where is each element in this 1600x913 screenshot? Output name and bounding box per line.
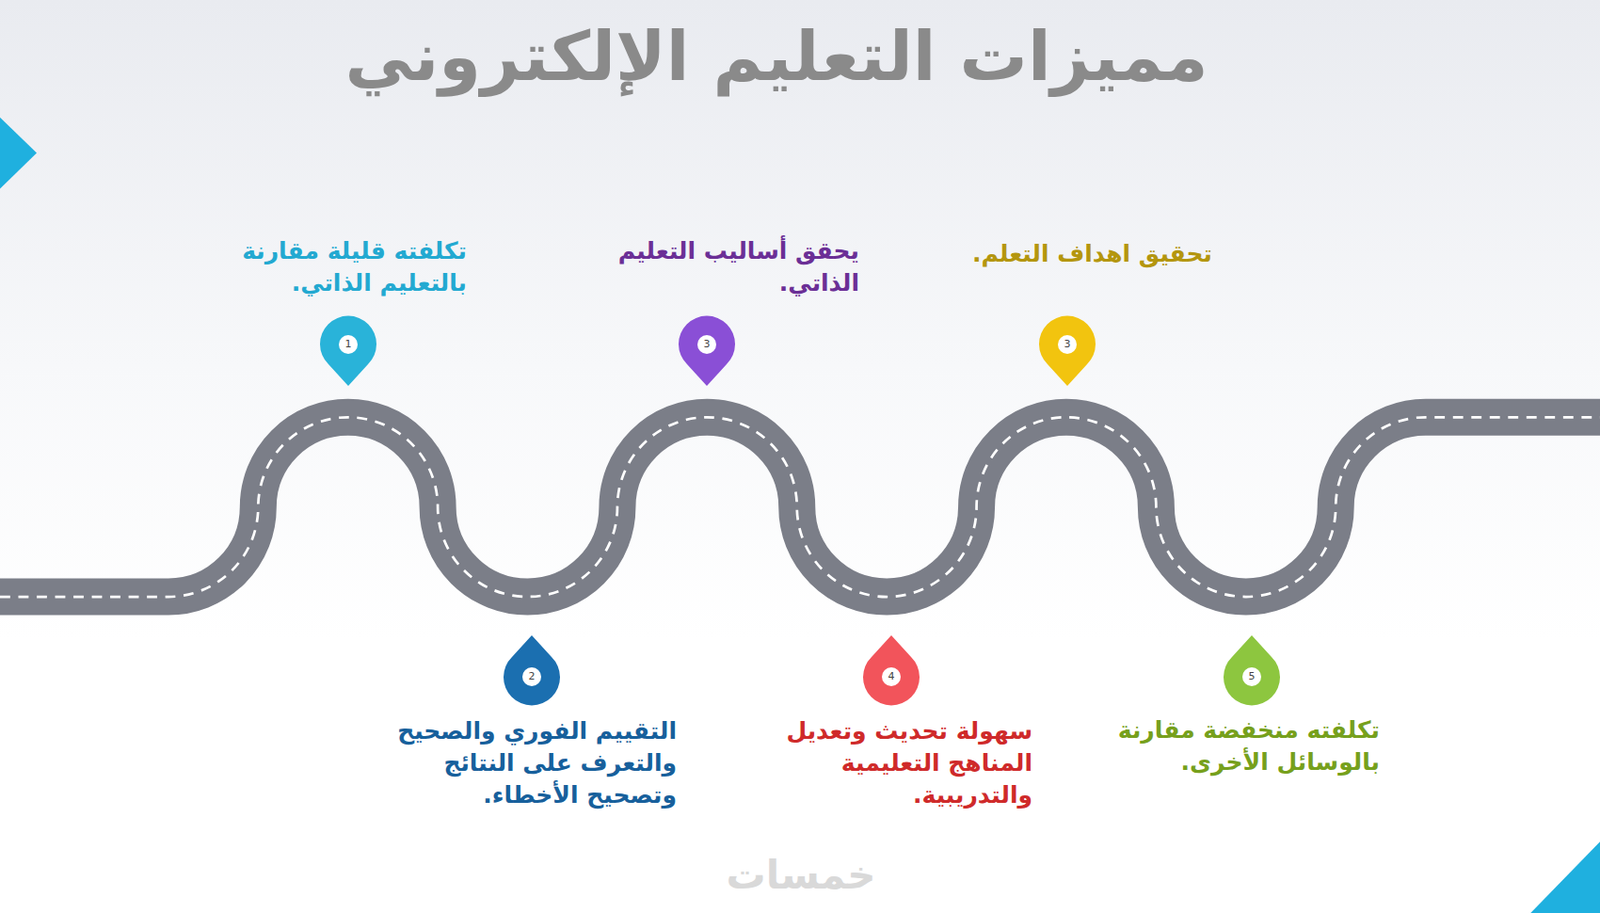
feature-text: تكلفته منخفضة مقارنة بالوسائل الأخرى. <box>1102 714 1380 779</box>
pin-body <box>863 635 920 705</box>
map-pin: 3تحقيق اهداف التعلم. <box>1037 314 1098 388</box>
corner-triangle <box>1530 841 1600 913</box>
pin-dot <box>1242 667 1262 687</box>
pin-body <box>678 316 736 386</box>
feature-text: سهولة تحديث وتعديل المناهج التعليمية وال… <box>764 715 1033 812</box>
callout-number: 1 <box>338 335 358 354</box>
pin-dot <box>1057 335 1077 354</box>
pin-shape <box>318 314 379 388</box>
pin-dot <box>338 335 358 354</box>
callout-number: 2 <box>522 667 542 687</box>
road <box>0 416 1600 597</box>
map-pin: 2التقييم الفوري والصحيح والتعرف على النت… <box>501 633 562 707</box>
callout-number: 4 <box>881 667 901 687</box>
pin-dot <box>697 335 717 354</box>
map-pin: 5تكلفته منخفضة مقارنة بالوسائل الأخرى. <box>1221 633 1282 707</box>
road-dashes <box>0 416 1600 597</box>
pin-shape <box>676 314 737 388</box>
map-pin: 1تكلفته قليلة مقارنة بالتعليم الذاتي. <box>318 314 379 388</box>
pin-body <box>1223 635 1280 705</box>
callout-number: 3 <box>697 335 717 354</box>
watermark: خمسات <box>725 851 876 898</box>
pin-body <box>320 316 377 386</box>
pin-shape <box>1037 314 1098 388</box>
corner-triangle <box>0 117 37 190</box>
feature-text: يحقق أساليب التعليم الذاتي. <box>576 235 860 300</box>
map-pin: 4سهولة تحديث وتعديل المناهج التعليمية وا… <box>861 633 922 707</box>
callout-number: 3 <box>1057 335 1077 354</box>
diagram-title: مميزات التعليم الإلكتروني <box>344 16 1208 96</box>
pin-body <box>503 635 560 705</box>
feature-text: تحقيق اهداف التعلم. <box>929 238 1213 271</box>
feature-text: تكلفته قليلة مقارنة بالتعليم الذاتي. <box>184 235 467 300</box>
callout-number: 5 <box>1242 667 1262 687</box>
map-pin: 3يحقق أساليب التعليم الذاتي. <box>676 314 737 388</box>
feature-text: التقييم الفوري والصحيح والتعرف على النتا… <box>384 715 677 812</box>
pin-body <box>1039 316 1096 386</box>
pin-dot <box>522 667 542 687</box>
pin-dot <box>881 667 901 687</box>
